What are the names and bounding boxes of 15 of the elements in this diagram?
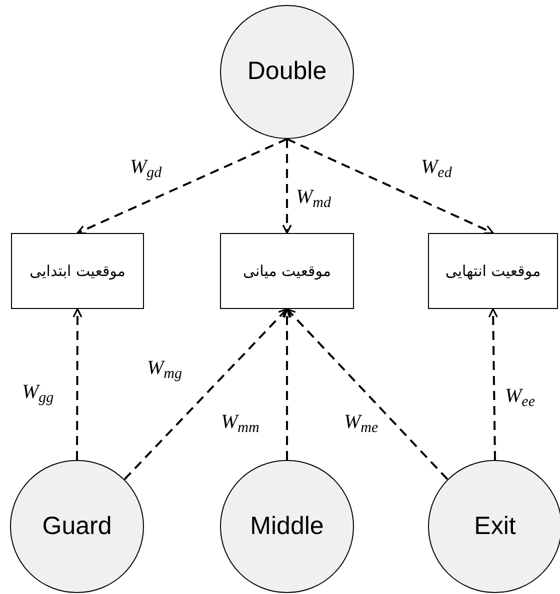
edge-label: W$_{ed}$ <box>421 157 452 177</box>
dashed-arrow <box>286 138 494 234</box>
position-box: موقعیت میانی <box>220 233 354 309</box>
edge-label: W$_{mm}$ <box>221 412 260 432</box>
edge-label: W$_{md}$ <box>296 187 332 207</box>
dashed-arrow <box>72 308 82 460</box>
edge-label: W$_{me}$ <box>344 412 378 432</box>
dashed-arrow <box>76 138 288 234</box>
dashed-arrow <box>488 308 498 460</box>
dashed-arrow <box>286 308 448 480</box>
dashed-arrow <box>282 139 292 234</box>
position-box: موقعیت ابتدایی <box>11 233 144 309</box>
edge-label: W$_{ee}$ <box>505 386 535 406</box>
position-box: موقعیت انتهایی <box>428 233 558 309</box>
dashed-arrow <box>124 308 288 480</box>
